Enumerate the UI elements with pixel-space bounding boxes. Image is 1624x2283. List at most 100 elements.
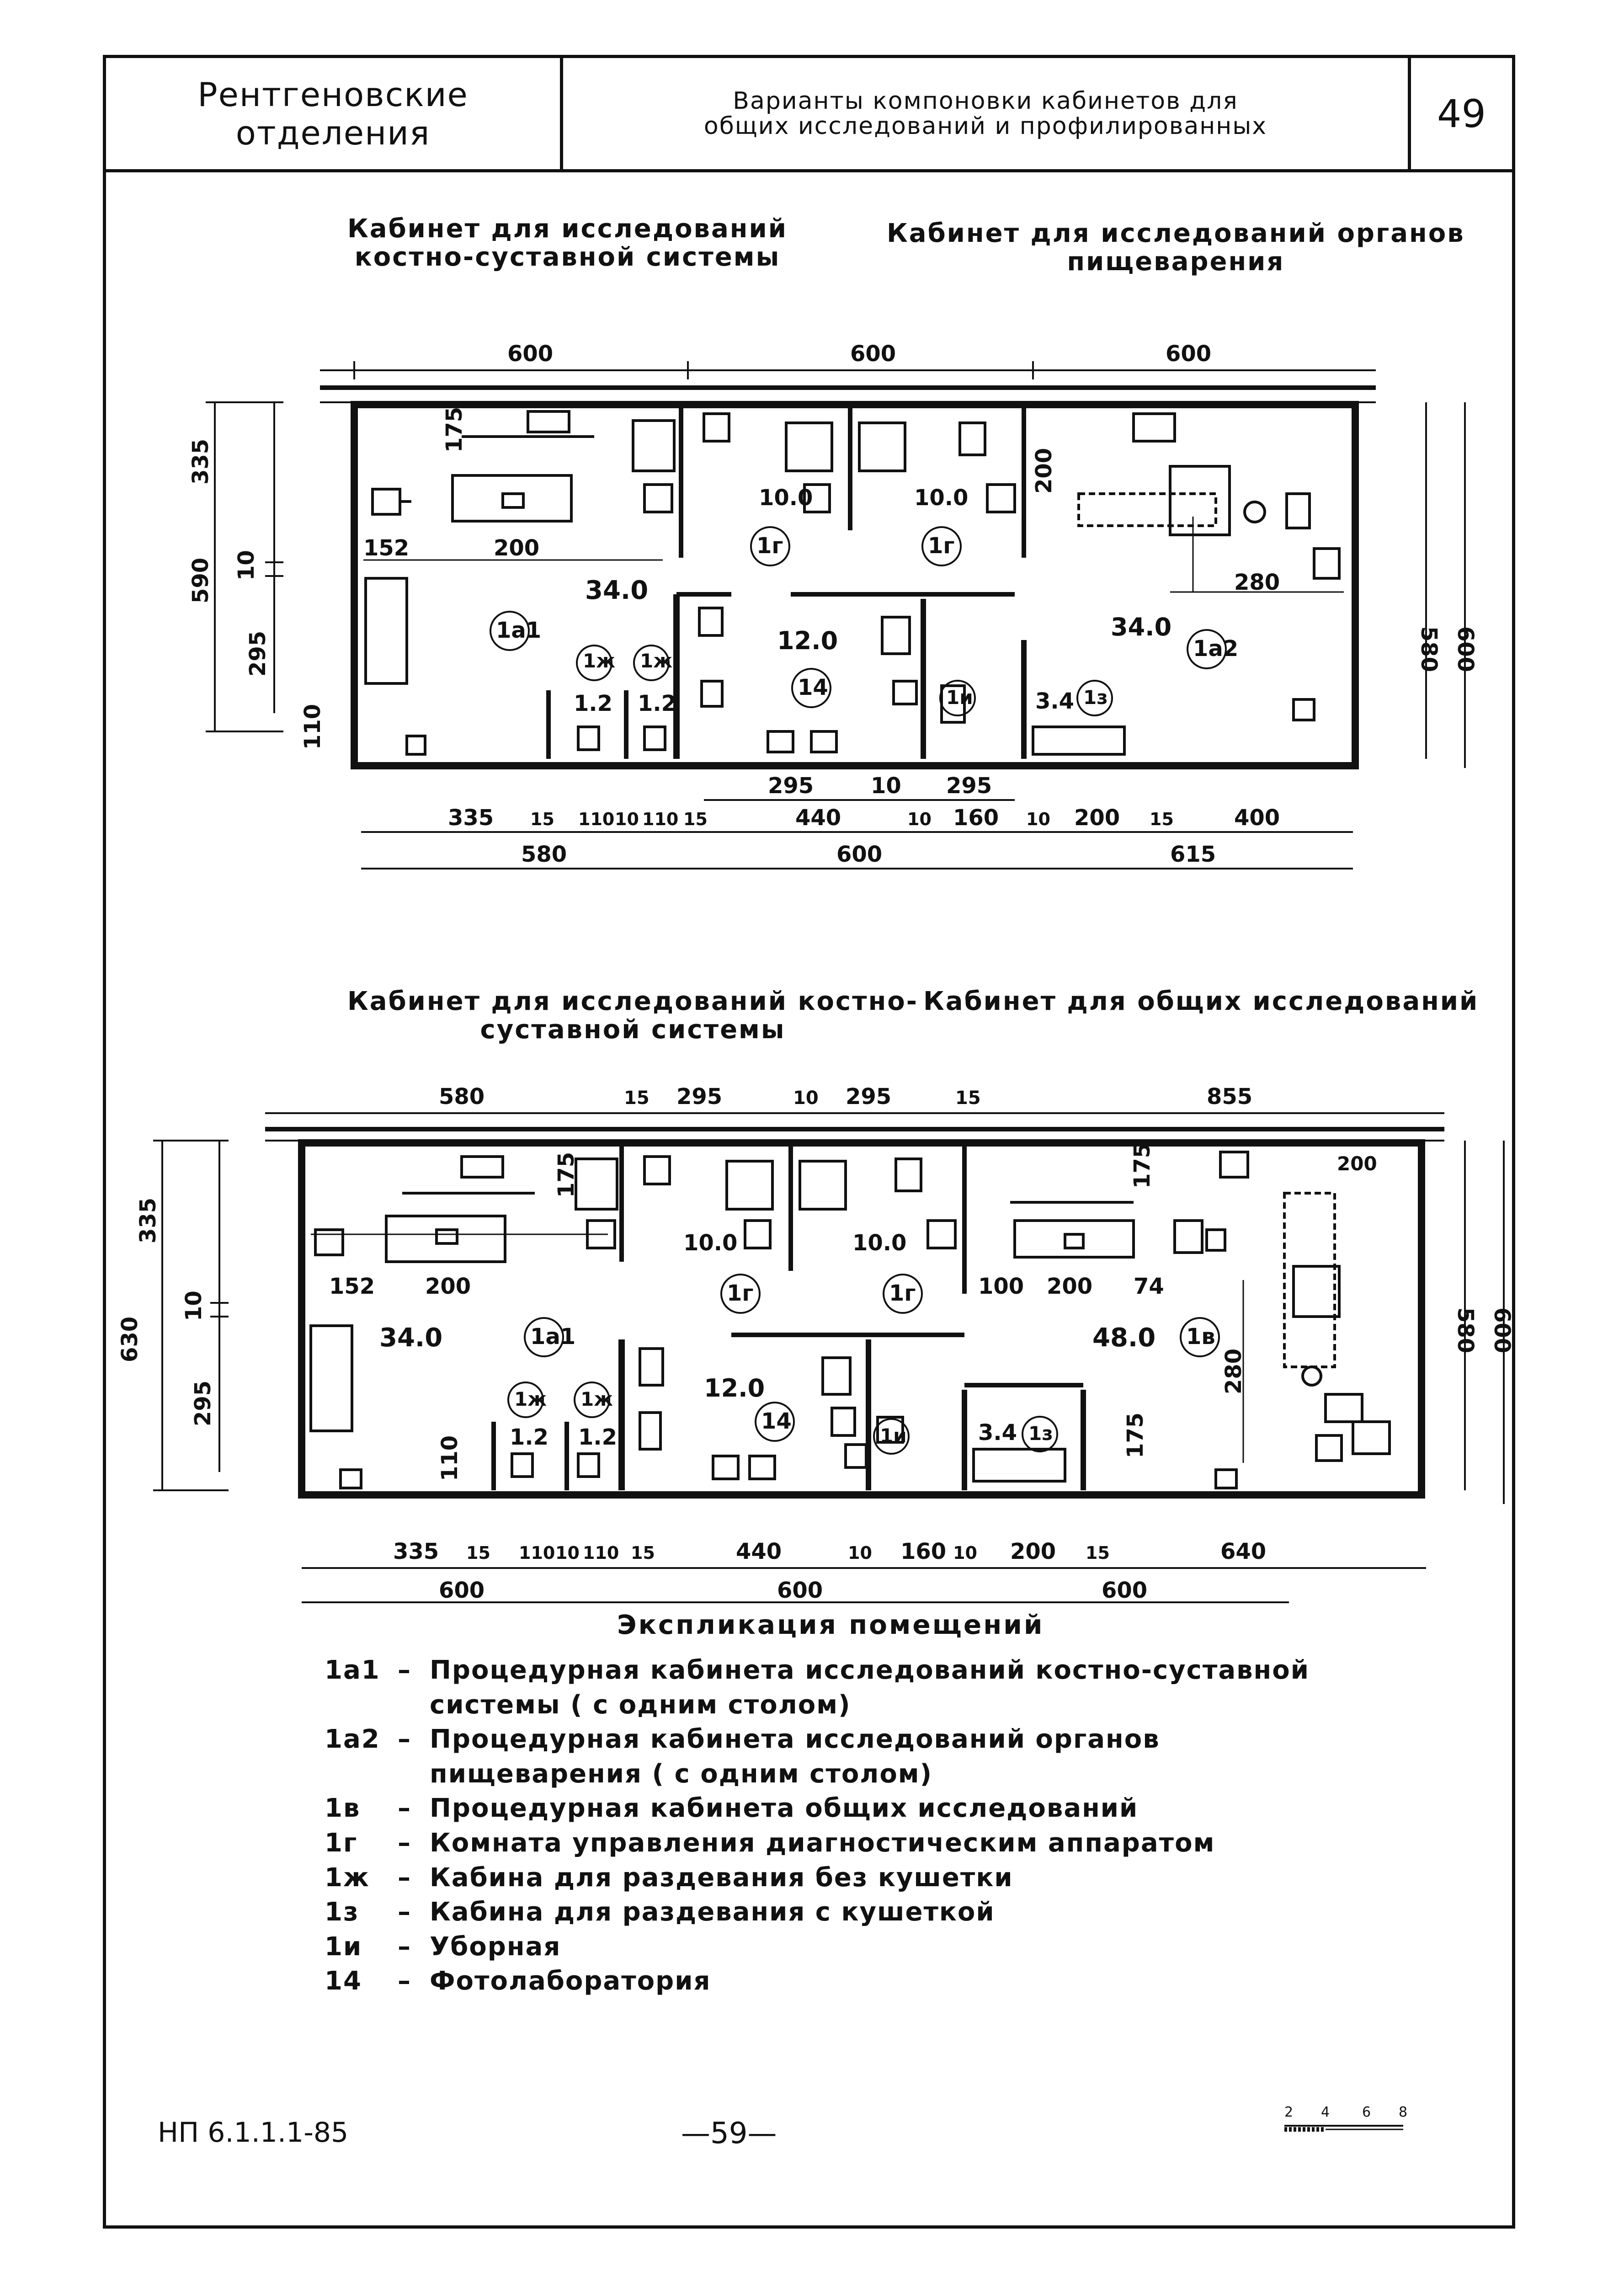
plan-bottom-bdim1-11: 200	[1010, 1539, 1056, 1564]
plan-top-bdim1-5: 110	[642, 809, 678, 829]
plan-bottom-bdim1-1: 335	[393, 1539, 439, 1564]
plan-bottom-top-dim-3: 295	[676, 1084, 722, 1109]
plan-bottom-dim-152: 152	[329, 1274, 375, 1299]
plan-bottom-title-left: Кабинет для исследований костно- суставн…	[347, 987, 918, 1044]
plan-bottom-top-dim-2: 15	[624, 1088, 650, 1109]
plan-top-bdim1-1: 335	[448, 805, 494, 831]
plan-bottom-top-dim-6: 15	[955, 1088, 981, 1109]
plan-top-bdim1-8: 10	[907, 809, 932, 829]
plan-top-code-14: 14	[798, 675, 828, 700]
plan-bottom-dimension-lines	[153, 1112, 1505, 1603]
list-item: 1а2–Процедурная кабинета исследований ор…	[325, 1722, 1376, 1791]
plan-bottom-code-1i: 1и	[880, 1424, 907, 1447]
plan-top-dim-200a: 200	[494, 535, 539, 561]
plan-top-area-1a1: 34.0	[585, 576, 648, 605]
plan-top-bdim1-11: 200	[1074, 805, 1120, 831]
list-item: 1и–Уборная	[325, 1930, 1376, 1964]
explication-title: Экспликация помещений	[617, 1609, 1044, 1640]
plan-top-dimension-lines	[206, 361, 1466, 869]
plan-bottom-code-14: 14	[761, 1408, 792, 1434]
plan-bottom-title-left-line-1: Кабинет для исследований костно-	[347, 987, 918, 1016]
plan-top-bdim1-10: 10	[1026, 809, 1050, 829]
plan-bottom-top-dim-7: 855	[1207, 1084, 1252, 1109]
plan-top-walls	[320, 385, 1376, 769]
plan-top-area-1g-a: 10.0	[759, 485, 813, 511]
plan-bottom-area-1z: 3.4	[978, 1420, 1017, 1446]
plan-bottom-bdim2-3: 600	[1102, 1578, 1147, 1603]
plan-bottom-code-1a1: 1a1	[530, 1324, 575, 1350]
plan-bottom-title-right-line-1: Кабинет для общих исследований	[923, 987, 1479, 1016]
plan-top-code-1z: 1з	[1083, 686, 1108, 709]
item-text: Процедурная кабинета общих исследований	[430, 1793, 1139, 1824]
item-text: Уборная	[430, 1931, 561, 1962]
item-code: 1г	[325, 1828, 358, 1858]
plan-top-top-dim-2: 600	[850, 341, 896, 367]
plan-bottom-bdim2-1: 600	[439, 1578, 485, 1603]
plan-bottom-top-dim-1: 580	[439, 1084, 485, 1109]
list-item: 1г–Комната управления диагностическим ап…	[325, 1826, 1376, 1861]
plan-bottom-left-dim-295: 295	[190, 1381, 216, 1426]
plan-top-left-dim-335: 335	[188, 439, 213, 485]
plan-bottom-top-dim-4: 10	[793, 1088, 819, 1109]
plan-top-bdim1-3: 110	[578, 809, 614, 829]
item-code: 14	[325, 1966, 362, 1996]
plan-bottom-dim-74: 74	[1134, 1274, 1164, 1299]
plan-bottom-area-14: 12.0	[704, 1374, 765, 1403]
plan-bottom-code-1v: 1в	[1186, 1324, 1215, 1350]
plan-top-right-dim-580: 580	[1416, 626, 1442, 672]
plan-bottom-bdim1-8: 10	[848, 1543, 872, 1563]
plan-bottom-left-dim-630: 630	[117, 1317, 143, 1362]
plan-top-bdim1-6: 15	[683, 809, 708, 829]
item-code: 1а1	[325, 1655, 380, 1685]
plan-bottom-dim-175b: 175	[1129, 1143, 1155, 1189]
item-code: 1ж	[325, 1862, 370, 1893]
plan-bottom-bdim1-3: 110	[519, 1543, 555, 1563]
plan-top-bdim2-1: 580	[521, 842, 567, 867]
plan-bottom-code-1g-a: 1г	[727, 1280, 753, 1306]
title-block: Рентгеновские отделения Варианты компоно…	[106, 58, 1512, 172]
sheet-title-line-2: общих исследований и профилированных	[703, 112, 1267, 140]
scale-label-6: 6	[1362, 2104, 1371, 2120]
plan-bottom-area-1zh-a: 1.2	[510, 1424, 548, 1450]
plan-bottom-code-1g-b: 1г	[889, 1280, 916, 1306]
list-item: 1а1–Процедурная кабинета исследований ко…	[325, 1653, 1376, 1722]
plan-bottom-top-dim-5: 295	[846, 1084, 891, 1109]
room-code-circles	[490, 526, 1227, 1455]
plan-bottom-code-1z: 1з	[1028, 1422, 1053, 1445]
sheet-title: Варианты компоновки кабинетов для общих …	[563, 58, 1411, 169]
plan-top-right-dim-600: 600	[1453, 626, 1478, 672]
plan-bottom-bdim1-6: 15	[631, 1543, 655, 1563]
plan-top-area-1zh-a: 1.2	[574, 691, 612, 716]
plan-bottom-dim-175c: 175	[1123, 1413, 1148, 1458]
list-item: 1ж–Кабина для раздевания без кушетки	[325, 1861, 1376, 1895]
item-text: Комната управления диагностическим аппар…	[430, 1828, 1215, 1858]
plan-bottom-left-dim-10: 10	[181, 1291, 207, 1321]
explication: Экспликация помещений 1а1–Процедурная ка…	[325, 1609, 1376, 1999]
plan-top-bdim1-13: 400	[1234, 805, 1280, 831]
plan-top-dim-175: 175	[442, 407, 467, 453]
plan-bottom-dim-100: 100	[978, 1274, 1024, 1299]
plan-bottom-area-1a1: 34.0	[379, 1323, 442, 1353]
plan-bottom-title-left-line-2: суставной системы	[480, 1014, 786, 1045]
plan-bottom-left-dim-335: 335	[135, 1198, 161, 1243]
plan-bottom-title-right: Кабинет для общих исследований	[923, 987, 1479, 1016]
plan-bottom-area-1g-b: 10.0	[852, 1230, 906, 1256]
plan-top-dim-280: 280	[1234, 570, 1280, 595]
item-text: Процедурная кабинета исследований костно…	[430, 1655, 1310, 1720]
item-code: 1а2	[325, 1724, 380, 1755]
item-text: Процедурная кабинета исследований органо…	[430, 1724, 1160, 1789]
plan-bottom-bdim1-13: 640	[1220, 1539, 1266, 1564]
plan-top-bdim2-2: 600	[836, 842, 882, 867]
plan-bottom-bdim1-7: 440	[736, 1539, 782, 1564]
sheet-number: 49	[1437, 91, 1486, 136]
plan-bottom-dim-175a: 175	[554, 1152, 579, 1198]
plan-top-bdim1-9: 160	[953, 805, 999, 831]
plan-top-title-right: Кабинет для исследований органов пищевар…	[887, 219, 1465, 276]
item-code: 1и	[325, 1931, 362, 1962]
scale-bar: 2 4 6 8	[1284, 2104, 1407, 2132]
plan-top-top-dim-1: 600	[507, 341, 553, 367]
list-item: 1в–Процедурная кабинета общих исследован…	[325, 1791, 1376, 1826]
section-title: Рентгеновские отделения	[106, 58, 563, 169]
plan-top-title-left: Кабинет для исследований костно-суставно…	[347, 215, 788, 271]
